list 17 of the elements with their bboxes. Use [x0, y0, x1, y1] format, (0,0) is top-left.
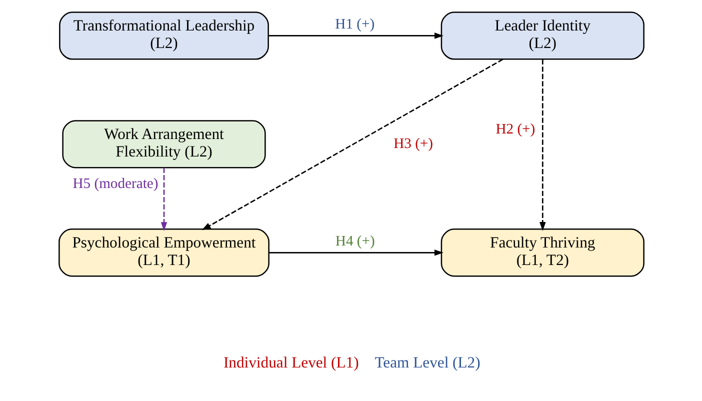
node-box: Faculty Thriving (L1, T2) — [440, 228, 644, 277]
node-box: Transformational Leadership (L2) — [58, 12, 268, 60]
edge-label: H5 (moderate) — [72, 176, 158, 192]
arrow — [268, 250, 443, 256]
legend-label: Team Level (L2) — [374, 354, 480, 372]
node-box: Work Arrangement Flexibility (L2) — [62, 120, 266, 168]
edge-label: H4 (+) — [334, 234, 374, 250]
arrow — [160, 168, 167, 232]
edge-label: H1 (+) — [334, 16, 374, 33]
arrow — [268, 32, 443, 39]
legend-label: Individual Level (L1) — [222, 354, 358, 372]
node-box: Leader Identity (L2) — [440, 12, 644, 60]
node-box: Psychological Empowerment (L1, T1) — [58, 228, 269, 277]
edge-label: H3 (+) — [393, 136, 433, 152]
arrow — [539, 59, 546, 232]
arrow — [201, 58, 503, 230]
edge-label: H2 (+) — [495, 122, 535, 138]
